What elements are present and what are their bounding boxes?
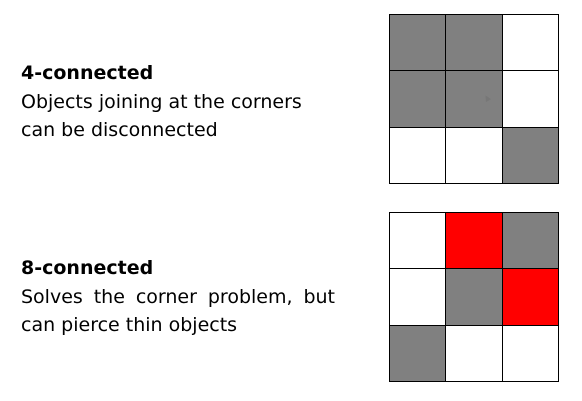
grid-cell-white: [502, 15, 558, 71]
grid-8-connected: [389, 212, 559, 382]
grid-4-connected: [389, 14, 559, 184]
grid-cell-gray: [502, 213, 558, 269]
heading-4-connected: 4-connected: [21, 62, 154, 84]
grid-cell-white: [390, 127, 446, 183]
grid-cell-gray: [390, 15, 446, 71]
description-8-connected: Solves the corner problem, but can pierc…: [21, 286, 335, 336]
grid-cell-white: [390, 269, 446, 325]
grid-cell-gray: [390, 71, 446, 127]
grid-cell-gray: [446, 71, 502, 127]
description-4-connected: Objects joining at the corners can be di…: [21, 91, 302, 141]
grid-cell-gray: [390, 325, 446, 381]
grid-cell-gray: [446, 15, 502, 71]
grid-cell-white: [502, 325, 558, 381]
heading-8-connected: 8-connected: [21, 257, 154, 279]
grid-cell-white: [390, 213, 446, 269]
grid-cell-white: [446, 325, 502, 381]
grid-cell-white: [446, 127, 502, 183]
grid-cell-white: [502, 71, 558, 127]
text-block-4-connected: 4-connected Objects joining at the corne…: [21, 61, 341, 144]
grid-cell-red: [446, 213, 502, 269]
grid-cell-gray: [446, 269, 502, 325]
text-block-8-connected: 8-connected Solves the corner problem, b…: [21, 256, 335, 339]
grid-cell-gray: [502, 127, 558, 183]
grid-cell-red: [502, 269, 558, 325]
